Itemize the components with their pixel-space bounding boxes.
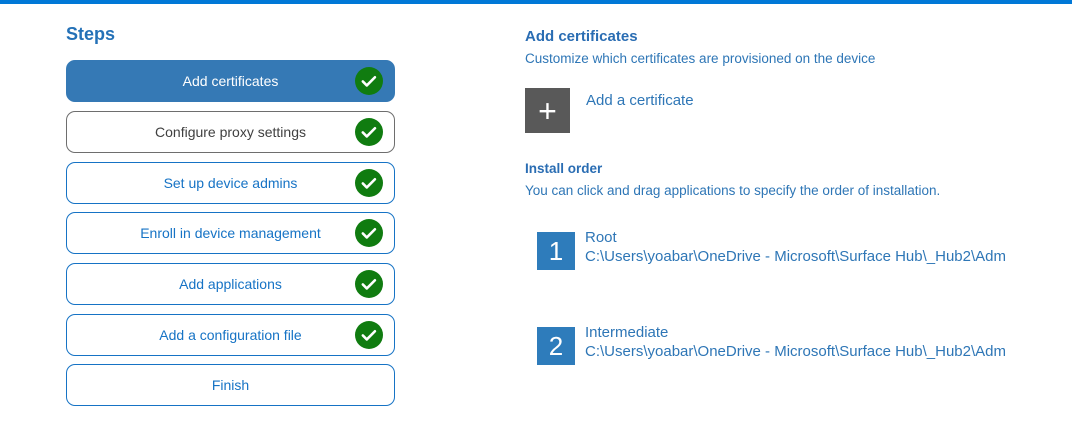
certificate-name: Intermediate	[585, 324, 669, 341]
step-label: Enroll in device management	[140, 225, 321, 241]
step-label: Set up device admins	[163, 175, 298, 191]
step-enroll-in-device-management[interactable]: Enroll in device management	[66, 212, 395, 254]
certificate-path: C:\Users\yoabar\OneDrive - Microsoft\Sur…	[585, 343, 1006, 360]
check-icon	[355, 169, 383, 197]
install-order-description: You can click and drag applications to s…	[525, 183, 941, 198]
check-icon	[355, 67, 383, 95]
step-set-up-device-admins[interactable]: Set up device admins	[66, 162, 395, 204]
install-order-title: Install order	[525, 161, 603, 176]
content-subtitle: Customize which certificates are provisi…	[525, 51, 876, 66]
plus-icon: +	[525, 88, 570, 133]
steps-panel-title: Steps	[66, 24, 116, 44]
check-icon	[355, 321, 383, 349]
step-configure-proxy-settings[interactable]: Configure proxy settings	[66, 111, 395, 153]
add-certificate-label: Add a certificate	[586, 92, 694, 109]
add-certificate-button[interactable]: + Add a certificate	[525, 88, 694, 133]
install-order-item[interactable]: 2 Intermediate C:\Users\yoabar\OneDrive …	[537, 324, 1010, 365]
step-label: Add certificates	[182, 73, 279, 89]
step-finish[interactable]: Finish	[66, 364, 395, 406]
step-add-certificates[interactable]: Add certificates	[66, 60, 395, 102]
step-label: Finish	[211, 377, 250, 393]
step-label: Configure proxy settings	[155, 124, 306, 140]
check-icon	[355, 219, 383, 247]
accent-top-bar	[0, 0, 1072, 4]
certificate-name: Root	[585, 229, 617, 246]
order-number-badge: 2	[537, 327, 575, 365]
step-add-applications[interactable]: Add applications	[66, 263, 395, 305]
check-icon	[355, 118, 383, 146]
install-order-item[interactable]: 1 Root C:\Users\yoabar\OneDrive - Micros…	[537, 229, 1010, 270]
step-label: Add a configuration file	[159, 327, 302, 343]
step-add-a-configuration-file[interactable]: Add a configuration file	[66, 314, 395, 356]
certificate-path: C:\Users\yoabar\OneDrive - Microsoft\Sur…	[585, 248, 1006, 265]
content-title: Add certificates	[525, 28, 638, 45]
step-label: Add applications	[179, 276, 282, 292]
check-icon	[355, 270, 383, 298]
order-number-badge: 1	[537, 232, 575, 270]
